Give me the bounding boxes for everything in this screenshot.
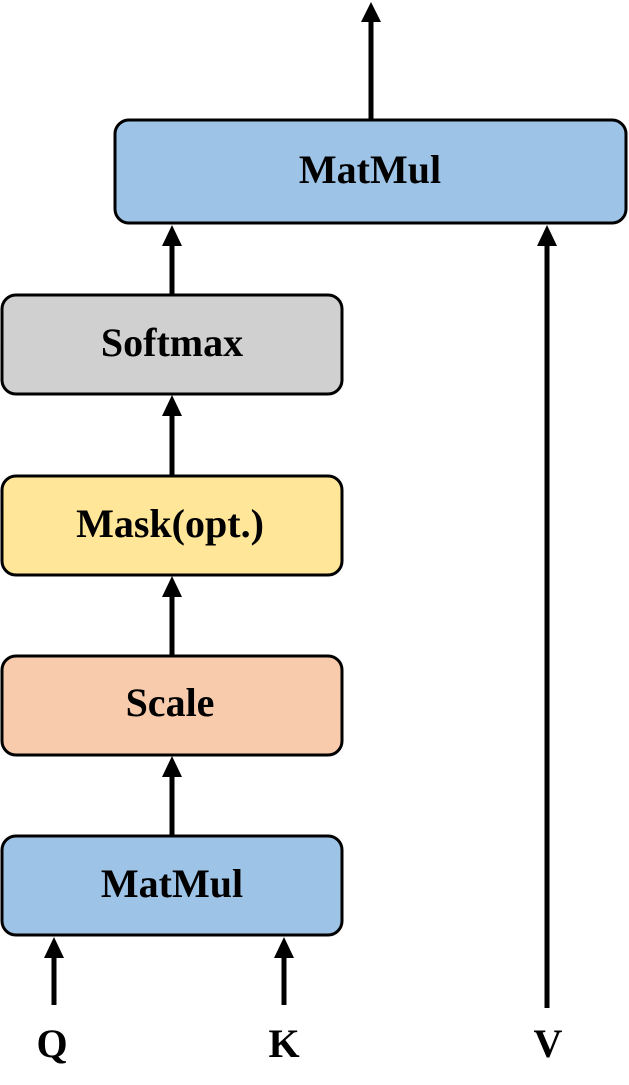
v-arrow-head: [537, 225, 557, 246]
input-k-label: K: [268, 1021, 299, 1066]
softmax-label: Softmax: [101, 320, 243, 365]
scale-label: Scale: [126, 680, 215, 725]
q-arrow-head: [44, 937, 64, 958]
block-matmul-bottom: MatMul: [0, 834, 344, 937]
arrows: [44, 2, 557, 1008]
softmax-box: [0, 293, 344, 396]
block-scale: Scale: [0, 654, 344, 757]
mask-box: [0, 474, 344, 577]
block-softmax: Softmax: [0, 293, 344, 396]
k-arrow-head: [274, 937, 294, 958]
scale-to-mask-arrow-head: [162, 576, 182, 597]
mask-label: Mask(opt.): [76, 501, 264, 546]
output-arrow-head: [361, 2, 381, 22]
matmul-to-scale-arrow-head: [162, 756, 182, 777]
matmul-top-box: [113, 118, 628, 225]
block-mask: Mask(opt.): [0, 474, 344, 577]
block-matmul-top: MatMul: [113, 118, 628, 225]
scale-box: [0, 654, 344, 757]
matmul-bottom-label: MatMul: [101, 861, 243, 906]
mask-to-softmax-arrow-head: [162, 395, 182, 416]
input-v-label: V: [534, 1021, 563, 1066]
input-q-label: Q: [36, 1021, 67, 1066]
inputs: Q K V: [36, 1021, 562, 1066]
matmul-bottom-box: [0, 834, 344, 937]
matmul-top-label: MatMul: [299, 147, 441, 192]
softmax-to-matmul-arrow-head: [162, 225, 182, 246]
